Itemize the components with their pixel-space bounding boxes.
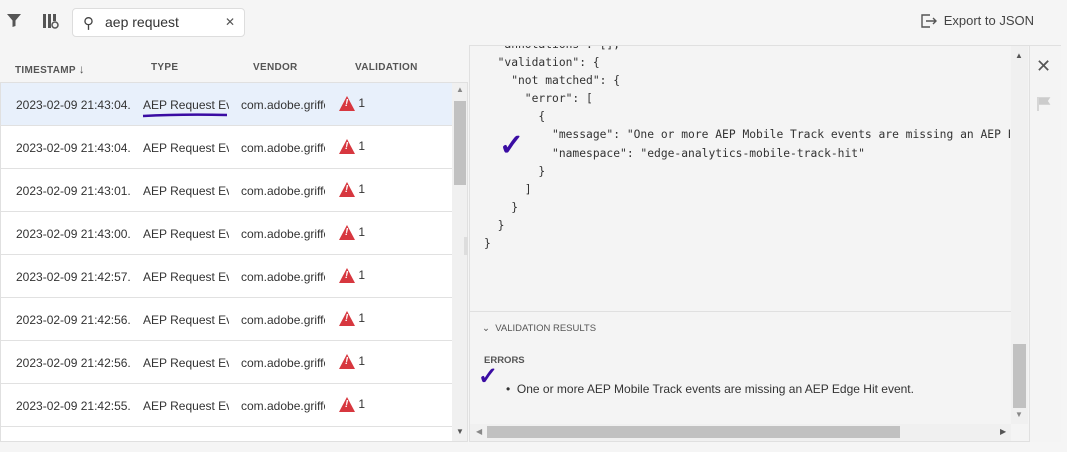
table-row[interactable]: 2023-02-09 21:43:04.4 AEP Request Eve co… (1, 83, 452, 126)
validation-cell: 1 (339, 354, 379, 370)
validation-cell: 1 (339, 311, 379, 327)
table-scroll-thumb[interactable] (454, 101, 466, 185)
vendor-cell: com.adobe.griffo (241, 356, 325, 370)
chevron-down-icon: ⌄ (482, 323, 490, 334)
validation-cell: 1 (339, 139, 379, 155)
close-icon[interactable]: ✕ (1036, 56, 1052, 76)
vendor-cell: com.adobe.griffo (241, 98, 325, 112)
detail-panel: "annotations": [], "validation": { "not … (469, 45, 1030, 442)
type-cell: AEP Request Eve (143, 184, 229, 198)
column-settings-icon[interactable] (42, 12, 62, 32)
clear-search-icon[interactable]: ✕ (224, 15, 235, 29)
errors-heading: ERRORS (484, 355, 525, 366)
column-type[interactable]: TYPE (151, 62, 179, 73)
detail-hscroll-thumb[interactable] (487, 426, 900, 438)
type-cell: AEP Request Eve (143, 141, 229, 155)
table-row[interactable]: 2023-02-09 21:42:56.7 AEP Request Eve co… (1, 298, 452, 341)
column-validation[interactable]: VALIDATION (355, 62, 418, 73)
timestamp-cell: 2023-02-09 21:42:55.15 (16, 399, 131, 413)
table-row[interactable]: 2023-02-09 21:43:01.0 AEP Request Eve co… (1, 169, 452, 212)
resize-handle[interactable] (464, 237, 468, 255)
table-row[interactable]: 2023-02-09 21:42:57.8 AEP Request Eve co… (1, 255, 452, 298)
column-timestamp[interactable]: TIMESTAMP ↓ (15, 62, 86, 76)
sort-down-icon: ↓ (78, 62, 86, 76)
detail-scroll-thumb[interactable] (1013, 344, 1026, 408)
validation-cell: 1 (339, 182, 379, 198)
checkmark-annotation: ✓ (478, 363, 499, 390)
timestamp-cell: 2023-02-09 21:42:56.6 (16, 356, 131, 370)
search-field[interactable]: ⚲ ✕ (72, 8, 245, 37)
type-cell: AEP Request Eve (143, 227, 229, 241)
detail-side-actions: ✕ (1030, 45, 1061, 442)
validation-cell: 1 (339, 268, 379, 284)
timestamp-cell: 2023-02-09 21:42:56.7 (16, 313, 131, 327)
warning-icon (339, 397, 355, 413)
validation-cell: 1 (339, 225, 379, 241)
warning-icon (339, 225, 355, 241)
vendor-cell: com.adobe.griffo (241, 270, 325, 284)
validation-cell: 1 (339, 96, 379, 112)
table-row[interactable]: 2023-02-09 21:43:00.8 AEP Request Eve co… (1, 212, 452, 255)
type-cell: AEP Request Eve (143, 313, 229, 327)
underline-annotation (142, 113, 228, 118)
table-scrollbar[interactable]: ▲ ▼ (452, 83, 467, 441)
table-row[interactable]: 2023-02-09 21:42:55.15 AEP Request Eve c… (1, 384, 452, 427)
vendor-cell: com.adobe.griffo (241, 184, 325, 198)
export-icon (920, 13, 937, 28)
warning-icon (339, 268, 355, 284)
events-table: 2023-02-09 21:42:55.15 AEP Request Eve c… (0, 82, 468, 442)
table-row[interactable]: 2023-02-09 21:42:56.6 AEP Request Eve co… (1, 341, 452, 384)
search-input[interactable] (105, 14, 220, 30)
flag-icon[interactable] (1036, 96, 1052, 112)
timestamp-cell: 2023-02-09 21:43:04.3 (16, 141, 131, 155)
detail-hscrollbar[interactable]: ◀ ▶ (470, 424, 1011, 441)
type-cell: AEP Request Eve (143, 98, 229, 112)
warning-icon (339, 139, 355, 155)
warning-icon (339, 182, 355, 198)
type-cell: AEP Request Eve (143, 356, 229, 370)
warning-icon (339, 311, 355, 327)
vendor-cell: com.adobe.griffo (241, 313, 325, 327)
search-icon: ⚲ (83, 15, 94, 32)
vendor-cell: com.adobe.griffo (241, 399, 325, 413)
warning-icon (339, 96, 355, 112)
timestamp-cell: 2023-02-09 21:43:04.4 (16, 98, 131, 112)
validation-results-toggle[interactable]: ⌄ VALIDATION RESULTS (482, 323, 597, 334)
validation-cell: 1 (339, 397, 379, 413)
detail-scrollbar[interactable]: ▲ ▼ (1011, 46, 1028, 424)
vendor-cell: com.adobe.griffo (241, 141, 325, 155)
timestamp-cell: 2023-02-09 21:43:01.0 (16, 184, 131, 198)
export-json-button[interactable]: Export to JSON (920, 13, 1034, 28)
checkmark-annotation: ✓ (499, 129, 525, 162)
type-cell: AEP Request Eve (143, 270, 229, 284)
error-item: • One or more AEP Mobile Track events ar… (506, 382, 914, 396)
timestamp-cell: 2023-02-09 21:42:57.8 (16, 270, 131, 284)
export-label: Export to JSON (943, 13, 1034, 28)
json-viewer: "annotations": [], "validation": { "not … (484, 46, 1010, 251)
table-row[interactable]: 2023-02-09 21:43:04.3 AEP Request Eve co… (1, 126, 452, 169)
timestamp-cell: 2023-02-09 21:43:00.8 (16, 227, 131, 241)
warning-icon (339, 354, 355, 370)
column-vendor[interactable]: VENDOR (253, 62, 298, 73)
filter-icon[interactable] (6, 12, 26, 32)
table-header: TIMESTAMP ↓ TYPE VENDOR VALIDATION (0, 52, 468, 82)
vendor-cell: com.adobe.griffo (241, 227, 325, 241)
type-cell: AEP Request Eve (143, 399, 229, 413)
